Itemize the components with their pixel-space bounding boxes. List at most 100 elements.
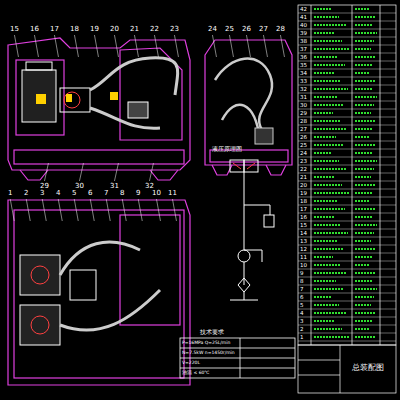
table-rule xyxy=(298,173,396,174)
table-rule xyxy=(298,341,396,342)
table-fill xyxy=(314,80,341,82)
table-rule xyxy=(298,197,396,198)
table-fill xyxy=(314,232,348,234)
table-rule xyxy=(298,325,396,326)
table-fill xyxy=(314,312,346,314)
table-fill xyxy=(355,128,373,130)
table-rule xyxy=(298,133,396,134)
callout-number: 16 xyxy=(30,26,39,33)
table-fill xyxy=(314,288,343,290)
leader-line xyxy=(156,199,160,221)
callout-number: 7 xyxy=(104,190,108,197)
table-fill xyxy=(314,72,334,74)
table-rule xyxy=(298,141,396,142)
table-fill xyxy=(355,264,370,266)
callout-number: 4 xyxy=(56,190,60,197)
table-rule xyxy=(298,277,396,278)
leader-line xyxy=(106,199,110,221)
table-fill xyxy=(355,296,374,298)
table-fill xyxy=(355,152,372,154)
table-fill xyxy=(314,296,332,298)
leader-line xyxy=(114,163,118,181)
table-cell: 25 xyxy=(300,143,307,149)
leader-line xyxy=(58,199,62,221)
table-rule xyxy=(298,45,396,46)
table-cell: 1 xyxy=(300,335,304,341)
table-fill xyxy=(355,328,370,330)
leader-line xyxy=(246,35,250,57)
leader-line xyxy=(174,35,178,57)
table-fill xyxy=(355,192,373,194)
table-cell: 15 xyxy=(300,223,307,229)
table-fill xyxy=(314,64,345,66)
callout-number: 5 xyxy=(72,190,76,197)
table-fill xyxy=(355,256,373,258)
table-fill xyxy=(314,304,339,306)
side-pipes xyxy=(215,59,273,144)
table-cell: 42 xyxy=(300,7,307,13)
table-rule xyxy=(298,13,396,14)
leader-line xyxy=(122,199,126,221)
table-fill xyxy=(355,104,374,106)
table-fill xyxy=(355,144,375,146)
table-cell: 9 xyxy=(300,271,304,277)
callout-number: 25 xyxy=(225,26,234,33)
callout-number: 21 xyxy=(130,26,139,33)
table-cell: 35 xyxy=(300,63,307,69)
callout-number: 6 xyxy=(88,190,92,197)
callout-number: 18 xyxy=(70,26,79,33)
table-cell: 29 xyxy=(300,111,307,117)
table-fill xyxy=(314,128,347,130)
table-rule xyxy=(298,229,396,230)
table-cell: 28 xyxy=(300,119,307,125)
leader-line xyxy=(114,35,118,57)
table-cell: 33 xyxy=(300,79,307,85)
table-fill xyxy=(314,88,348,90)
table-fill xyxy=(355,312,376,314)
callout-number: 1 xyxy=(8,190,12,197)
table-fill xyxy=(314,56,338,58)
front-view xyxy=(8,38,190,180)
leader-line xyxy=(149,163,153,181)
note-text: N=7.5kW n=1450r/min xyxy=(182,351,235,356)
leader-line xyxy=(44,163,48,181)
table-fill xyxy=(355,336,375,338)
note-text: 技术要求 xyxy=(200,329,224,335)
table-fill xyxy=(355,176,371,178)
table-cell: 20 xyxy=(300,183,307,189)
callout-number: 3 xyxy=(40,190,44,197)
table-fill xyxy=(355,24,372,26)
callout-number: 20 xyxy=(110,26,119,33)
table-fill xyxy=(314,240,337,242)
table-fill xyxy=(314,184,342,186)
table-rule xyxy=(298,245,396,246)
table-fill xyxy=(314,120,340,122)
table-fill xyxy=(355,72,370,74)
table-cell: 17 xyxy=(300,207,307,213)
table-rule xyxy=(298,149,396,150)
leader-line xyxy=(54,35,58,57)
table-fill xyxy=(355,64,373,66)
table-fill xyxy=(355,320,373,322)
table-rule xyxy=(298,77,396,78)
table-cell: 39 xyxy=(300,31,307,37)
table-fill xyxy=(314,168,346,170)
table-cell: 14 xyxy=(300,231,307,237)
table-cell: 34 xyxy=(300,71,307,77)
table-cell: 6 xyxy=(300,295,304,301)
table-cell: 30 xyxy=(300,103,307,109)
callout-number: 9 xyxy=(136,190,140,197)
table-rule xyxy=(298,189,396,190)
note-text: 液压原理图 xyxy=(212,146,242,152)
table-fill xyxy=(314,16,339,18)
table-fill xyxy=(314,216,334,218)
table-fill xyxy=(314,32,335,34)
table-rule xyxy=(298,69,396,70)
table-cell: 37 xyxy=(300,47,307,53)
notes-frame xyxy=(180,338,295,378)
table-cell: 36 xyxy=(300,55,307,61)
table-fill xyxy=(314,176,335,178)
table-rule xyxy=(298,309,396,310)
leader-line xyxy=(90,199,94,221)
table-rule xyxy=(298,53,396,54)
